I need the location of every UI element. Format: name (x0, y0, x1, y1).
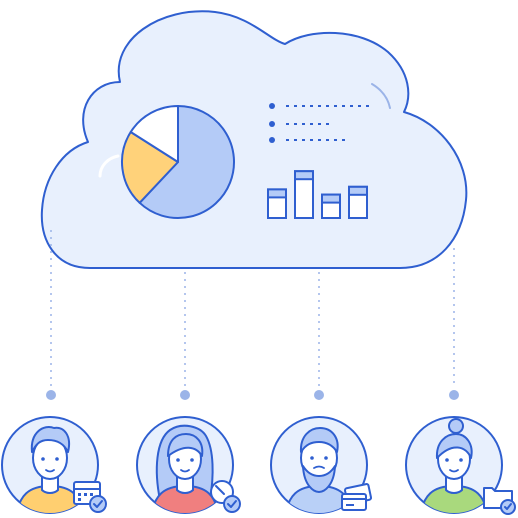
connector-dot (449, 390, 459, 400)
connector-dot (46, 390, 56, 400)
bar-cap-3 (321, 193, 341, 204)
compass-check-icon (210, 480, 241, 513)
connector-dot (314, 390, 324, 400)
bar-cap-1 (267, 188, 287, 199)
bar-chart (267, 170, 368, 220)
legend-bullet (269, 103, 275, 109)
pie-chart (121, 105, 235, 219)
pie-slice-white (129, 105, 179, 163)
connectors (46, 230, 459, 400)
chart-legend (269, 103, 372, 143)
cloud-icon (40, 10, 468, 269)
folder-check-icon (483, 487, 516, 515)
credit-card-icon (341, 483, 373, 511)
user-avatar-girl (136, 416, 241, 514)
user-avatar-bearded-man (270, 416, 373, 514)
user-avatar-boy (1, 416, 107, 514)
bar-cap-4 (348, 185, 368, 196)
bar-cap-2 (294, 170, 314, 181)
pie-slice-blue (138, 105, 235, 219)
calendar-check-icon (73, 481, 107, 513)
legend-bullet (269, 137, 275, 143)
legend-bullet (269, 121, 275, 127)
user-avatar-woman-bun (405, 416, 516, 515)
pie-slice-yellow (121, 130, 179, 204)
connector-dot (180, 390, 190, 400)
